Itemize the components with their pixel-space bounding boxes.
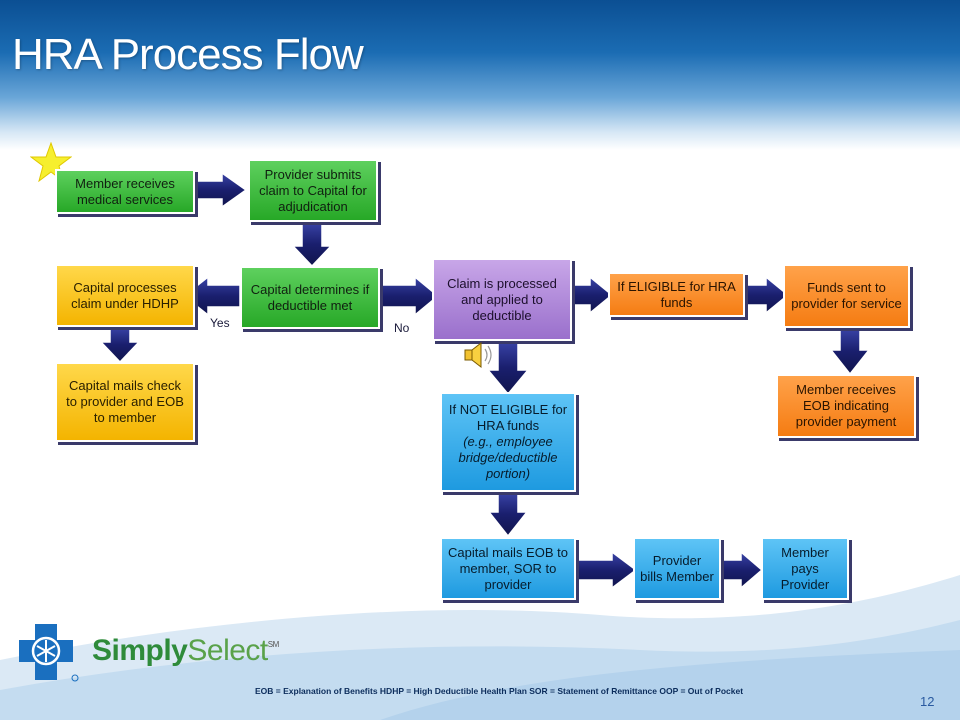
arrow-member-to-provider (194, 171, 248, 209)
page-number: 12 (920, 694, 935, 709)
arrow-noteligible-to-mailseob (487, 491, 529, 538)
page-title: HRA Process Flow (12, 30, 364, 79)
brand-part1: Simply (92, 634, 188, 667)
arrow-funds-to-membereob (829, 327, 871, 376)
header-gradient (0, 0, 960, 150)
arrow-determines-to-processes (182, 275, 241, 317)
arrow-determines-to-claim (379, 275, 440, 317)
brand-part2: Select (187, 634, 268, 667)
node-capital-mails-eob: Capital mails EOB to member, SOR to prov… (440, 537, 576, 600)
edge-label-yes: Yes (210, 316, 230, 330)
arrow-bills-to-pays (721, 550, 764, 590)
arrow-eligible-to-funds (744, 275, 790, 315)
node-funds-sent: Funds sent to provider for service (783, 264, 910, 328)
node-capital-processes: Capital processes claim under HDHP (55, 264, 195, 327)
node-claim-processed: Claim is processed and applied to deduct… (432, 258, 572, 341)
arrow-claim-to-eligible (571, 275, 614, 315)
node-member-receives: Member receives medical services (55, 169, 195, 214)
arrow-provider-to-determines (291, 221, 333, 268)
blue-cross-blue-shield-logo (19, 624, 79, 682)
speaker-icon[interactable] (462, 340, 496, 370)
arrow-processes-to-mailscheck (99, 326, 141, 364)
node-if-not-eligible: If NOT ELIGIBLE for HRA funds (e.g., emp… (440, 392, 576, 492)
brand-mark: SM (267, 640, 280, 649)
node-if-eligible: If ELIGIBLE for HRA funds (608, 272, 745, 317)
node-if-not-eligible-note: (e.g., employee bridge/deductible portio… (458, 434, 558, 481)
node-provider-bills: Provider bills Member (633, 537, 721, 600)
node-capital-determines: Capital determines if deductible met (240, 266, 380, 329)
node-provider-submits: Provider submits claim to Capital for ad… (248, 159, 378, 222)
node-capital-mails-check: Capital mails check to provider and EOB … (55, 362, 195, 442)
edge-label-no: No (394, 321, 410, 335)
arrow-mailseob-to-bills (576, 550, 638, 590)
arrow-claim-to-noteligible (486, 340, 530, 396)
node-if-not-eligible-label: If NOT ELIGIBLE for HRA funds (448, 402, 568, 433)
node-member-receives-eob: Member receives EOB indicating provider … (776, 374, 916, 438)
star-icon (30, 142, 72, 182)
brand-wordmark: SimplySelectSM (92, 634, 279, 668)
node-member-pays: Member pays Provider (761, 537, 849, 600)
abbreviation-legend: EOB = Explanation of Benefits HDHP = Hig… (255, 686, 744, 696)
